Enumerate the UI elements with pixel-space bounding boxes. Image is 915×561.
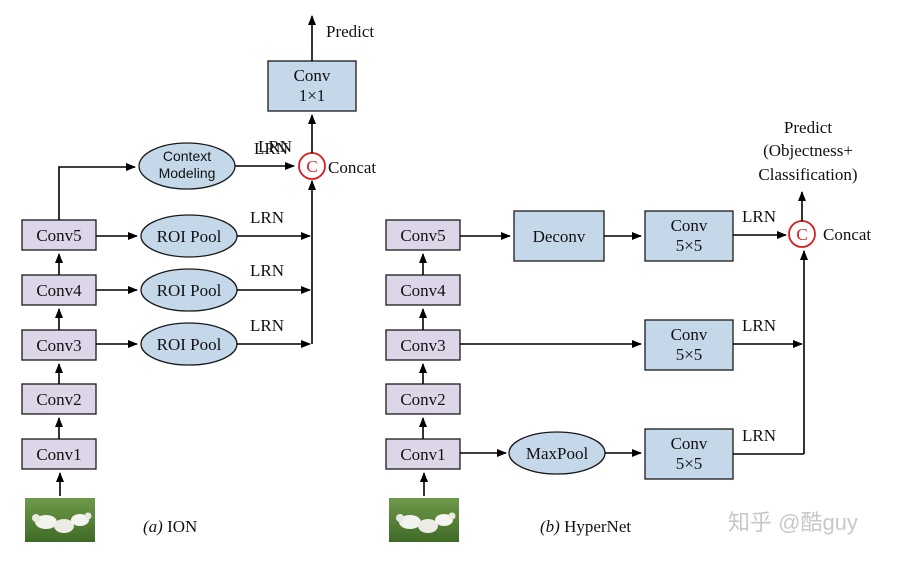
svg-text:Conv1: Conv1 xyxy=(36,445,81,464)
ion-conv2: Conv2 xyxy=(21,383,97,415)
svg-text:Conv5: Conv5 xyxy=(400,226,445,245)
ion-conv1: Conv1 xyxy=(21,438,97,470)
ion-conv3: Conv3 xyxy=(21,329,97,361)
ion-roi-pool-conv5: ROI Pool xyxy=(140,214,238,258)
ion-concat-label: Concat xyxy=(328,158,376,177)
svg-text:5×5: 5×5 xyxy=(676,454,703,473)
hypernet-conv1: Conv1 xyxy=(385,438,461,470)
svg-text:(Objectness+: (Objectness+ xyxy=(763,141,853,160)
ion-concat-node: C xyxy=(298,152,326,180)
hypernet-conv3: Conv3 xyxy=(385,329,461,361)
ion-lrn-conv3: LRN xyxy=(250,316,284,335)
hypernet-input-image xyxy=(389,498,459,542)
svg-text:Deconv: Deconv xyxy=(533,227,586,246)
svg-text:ROI Pool: ROI Pool xyxy=(157,335,222,354)
ion-roi-pool-conv4: ROI Pool xyxy=(140,268,238,312)
hypernet-diagram: Conv1 Conv2 Conv3 Conv4 Conv5 Deconv xyxy=(385,118,871,542)
svg-text:Conv4: Conv4 xyxy=(400,281,446,300)
svg-text:C: C xyxy=(796,225,807,244)
ion-input-image xyxy=(25,498,95,542)
ion-caption: (a) ION xyxy=(143,517,197,536)
hypernet-concat-node: C xyxy=(788,220,816,248)
hypernet-lrn-bottom: LRN xyxy=(742,426,776,445)
svg-text:Context: Context xyxy=(163,148,211,164)
svg-text:Conv2: Conv2 xyxy=(400,390,445,409)
svg-text:Conv2: Conv2 xyxy=(36,390,81,409)
ion-lrn-top: LRN xyxy=(258,137,292,156)
ion-conv-1x1: Conv 1×1 xyxy=(267,60,357,112)
ion-context-modeling: Context Modeling xyxy=(138,142,236,190)
hypernet-conv5: Conv5 xyxy=(385,219,461,251)
ion-lrn-conv5: LRN xyxy=(250,208,284,227)
hypernet-conv5x5-bottom: Conv 5×5 xyxy=(644,428,734,480)
svg-text:Conv: Conv xyxy=(671,325,708,344)
svg-text:Modeling: Modeling xyxy=(159,165,216,181)
svg-text:ROI Pool: ROI Pool xyxy=(157,281,222,300)
svg-text:Conv: Conv xyxy=(671,216,708,235)
hypernet-conv4: Conv4 xyxy=(385,274,461,306)
ion-conv5: Conv5 xyxy=(21,219,97,251)
svg-text:C: C xyxy=(306,157,317,176)
svg-text:ROI Pool: ROI Pool xyxy=(157,227,222,246)
svg-text:Conv3: Conv3 xyxy=(36,336,81,355)
hypernet-caption: (b) HyperNet xyxy=(540,517,631,536)
watermark: 知乎 @酷guy xyxy=(728,510,858,535)
svg-text:Conv5: Conv5 xyxy=(36,226,81,245)
ion-lrn-conv4: LRN xyxy=(250,261,284,280)
svg-text:Conv4: Conv4 xyxy=(36,281,82,300)
hypernet-conv5x5-top: Conv 5×5 xyxy=(644,210,734,262)
hypernet-conv2: Conv2 xyxy=(385,383,461,415)
svg-text:Conv3: Conv3 xyxy=(400,336,445,355)
svg-text:Predict: Predict xyxy=(784,118,832,137)
hypernet-deconv: Deconv xyxy=(513,210,605,262)
hypernet-conv5x5-mid: Conv 5×5 xyxy=(644,319,734,371)
svg-text:MaxPool: MaxPool xyxy=(526,444,589,463)
hypernet-lrn-mid: LRN xyxy=(742,316,776,335)
svg-text:5×5: 5×5 xyxy=(676,236,703,255)
ion-lrn-context: LRN xyxy=(254,139,288,158)
svg-text:Conv: Conv xyxy=(294,66,331,85)
svg-text:Conv: Conv xyxy=(671,434,708,453)
hypernet-maxpool: MaxPool xyxy=(508,431,606,475)
svg-text:Conv1: Conv1 xyxy=(400,445,445,464)
svg-text:1×1: 1×1 xyxy=(299,86,326,105)
ion-roi-pool-conv3: ROI Pool xyxy=(140,322,238,366)
hypernet-concat-label: Concat xyxy=(823,225,871,244)
svg-text:5×5: 5×5 xyxy=(676,345,703,364)
svg-text:Classification): Classification) xyxy=(758,165,857,184)
ion-conv4: Conv4 xyxy=(21,274,97,306)
ion-diagram: Conv1 Conv2 Conv3 Conv4 Conv5 Context Mo… xyxy=(21,15,376,542)
hypernet-predict-label: Predict (Objectness+ Classification) xyxy=(758,118,857,184)
hypernet-lrn-top: LRN xyxy=(742,207,776,226)
ion-predict-label: Predict xyxy=(326,22,374,41)
